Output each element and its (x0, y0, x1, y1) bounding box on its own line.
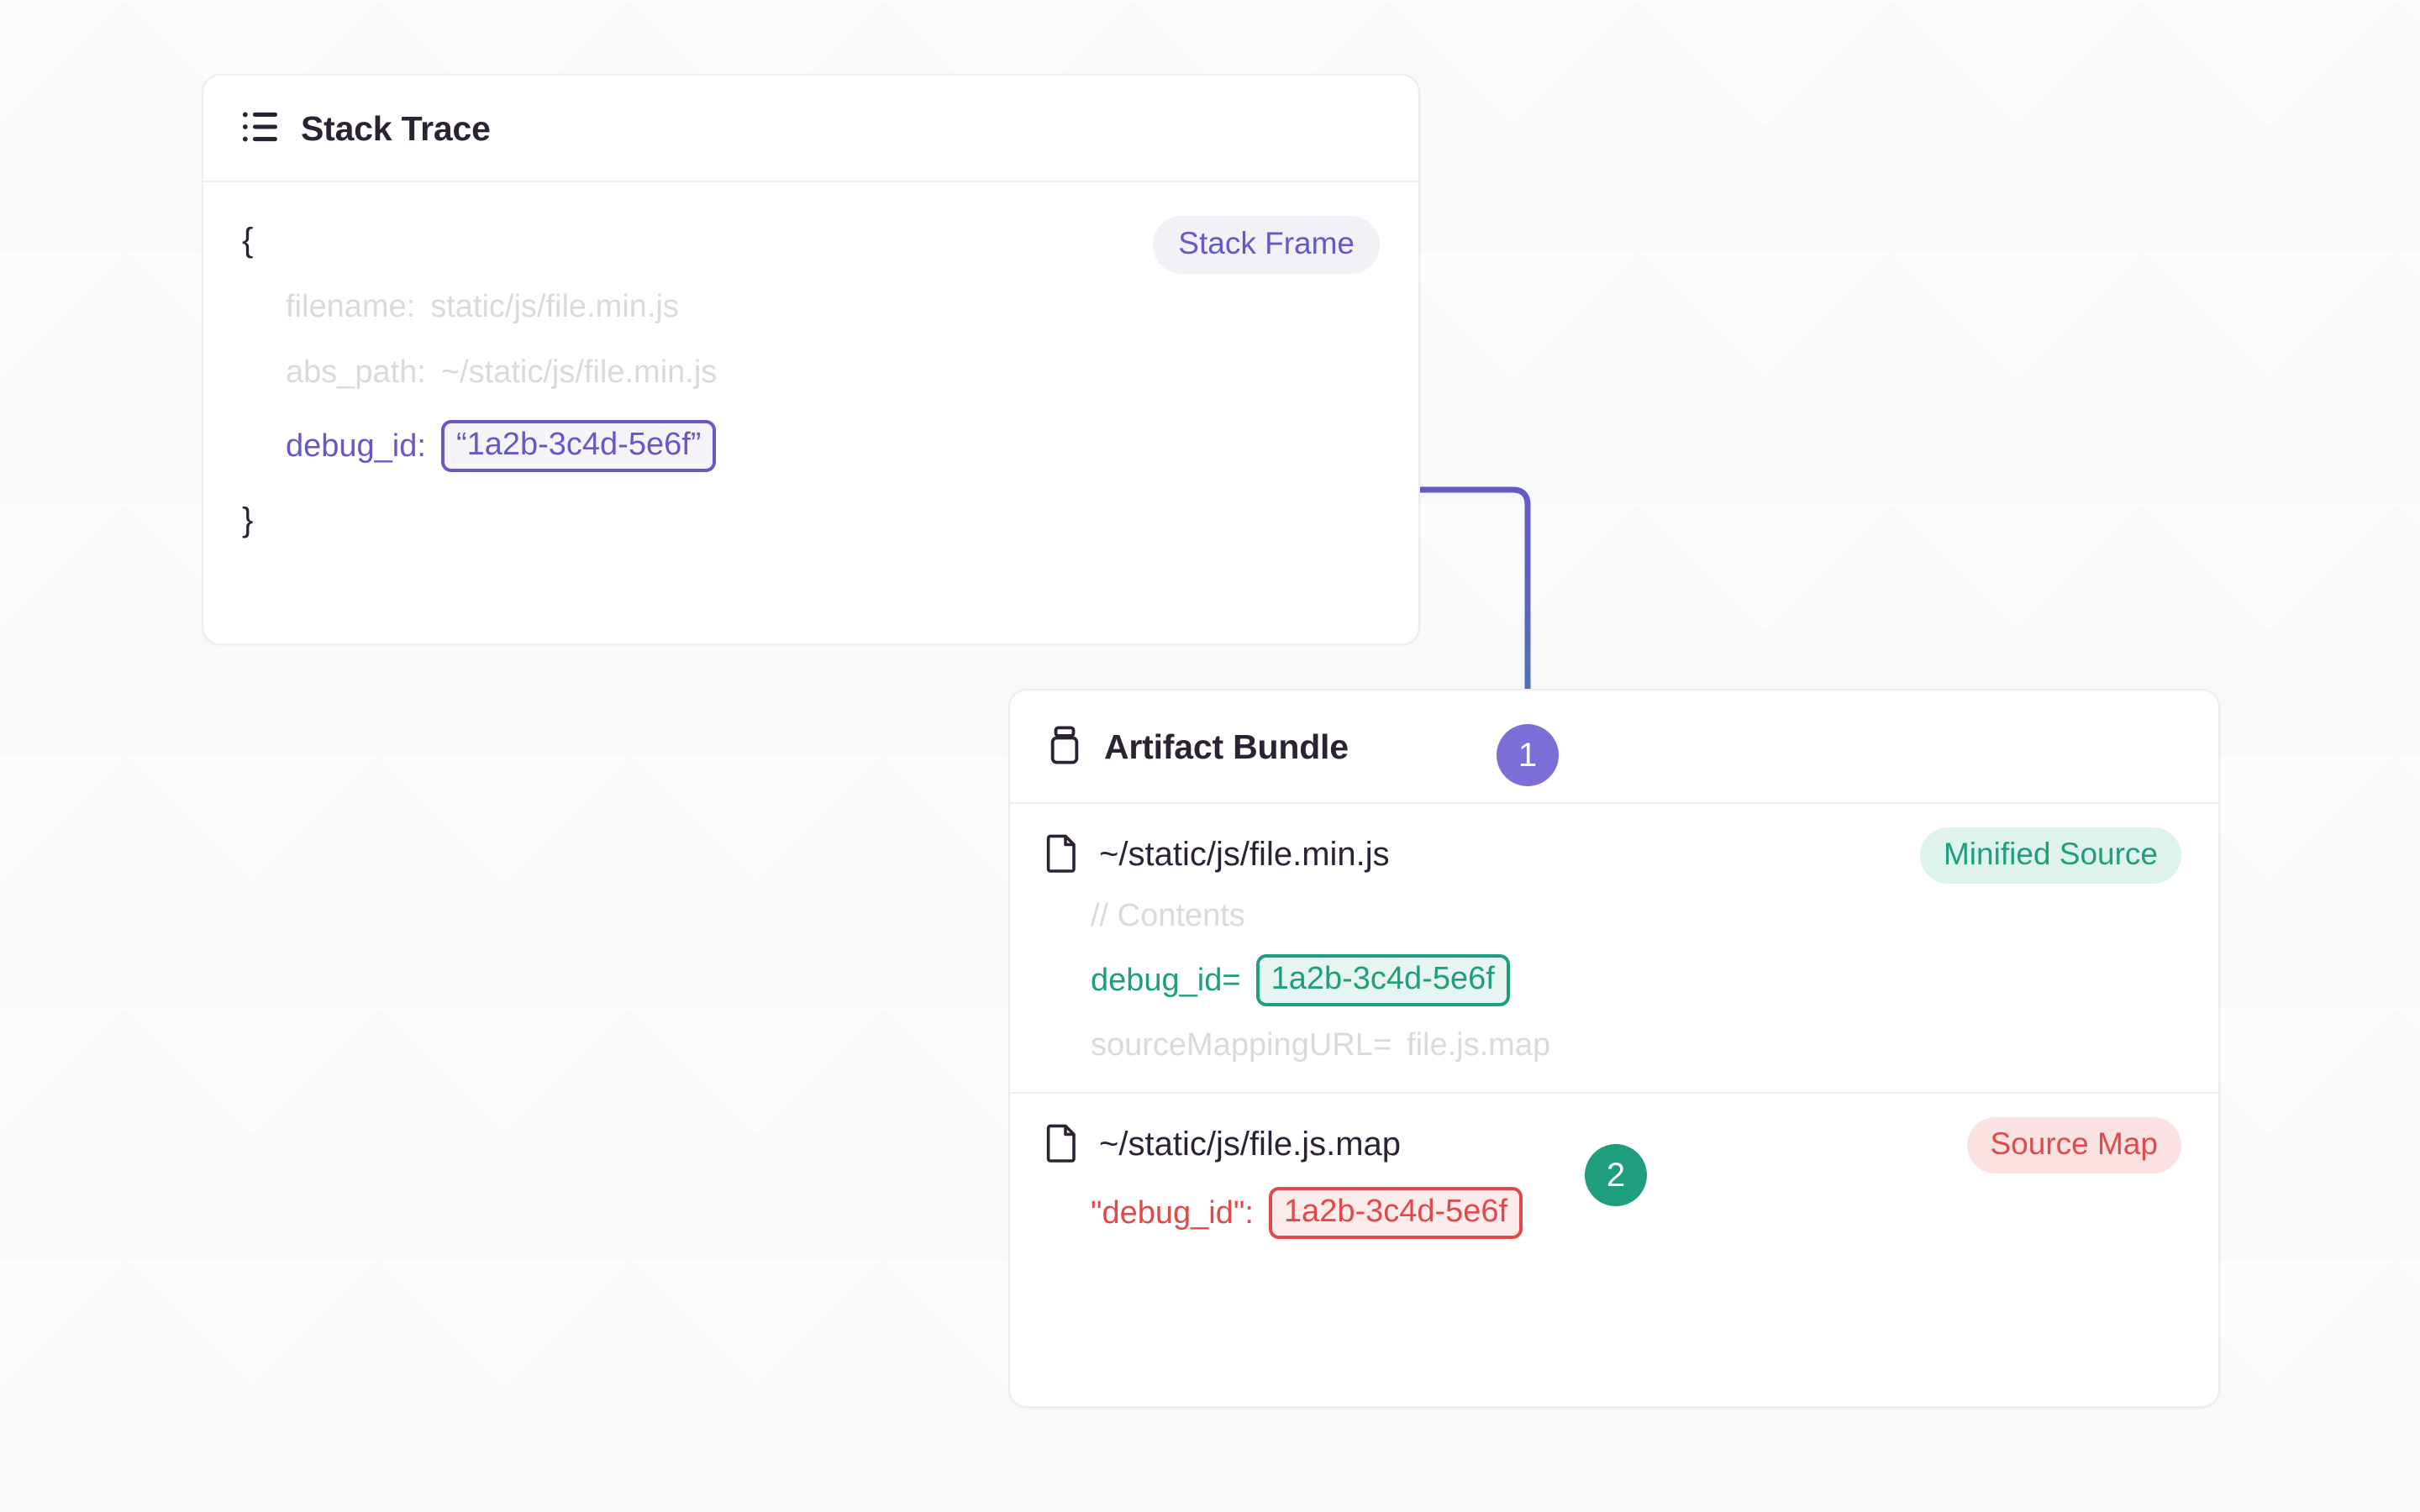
minified-debug-id-key: debug_id= (1091, 963, 1241, 999)
source-map-file-name: ~/static/js/file.js.map (1099, 1126, 1402, 1163)
stack-frame-badge: Stack Frame (1153, 216, 1380, 274)
minified-source-badge: Minified Source (1919, 827, 2181, 884)
filename-key: filename: (286, 289, 416, 325)
source-mapping-url-value: file.js.map (1407, 1027, 1551, 1063)
stack-trace-field-filename: filename: static/js/file.min.js (242, 288, 1380, 325)
minified-source-file-name: ~/static/js/file.min.js (1099, 836, 1390, 873)
step-marker-2: 2 (1585, 1144, 1647, 1206)
stack-trace-card: Stack Trace Stack Frame { filename: stat… (202, 74, 1420, 645)
stack-trace-title: Stack Trace (301, 109, 491, 148)
debug-id-key: debug_id: (286, 428, 426, 464)
stack-trace-header: Stack Trace (203, 76, 1418, 182)
minified-source-file-head: ~/static/js/file.min.js (1046, 834, 2181, 875)
file-icon (1046, 834, 1077, 875)
artifact-bundle-title: Artifact Bundle (1104, 727, 1349, 766)
source-map-badge: Source Map (1966, 1117, 2181, 1174)
minified-source-debug-id-line: debug_id= 1a2b-3c4d-5e6f (1091, 954, 2181, 1007)
stack-trace-field-debug-id: debug_id: “1a2b-3c4d-5e6f” (242, 419, 1380, 472)
abs-path-value: ~/static/js/file.min.js (440, 354, 718, 391)
artifact-file-row-source-map: Source Map ~/static/js/file.js.map "debu… (1010, 1092, 2218, 1268)
source-map-lines: "debug_id": 1a2b-3c4d-5e6f (1047, 1187, 2181, 1240)
abs-path-key: abs_path: (286, 354, 426, 391)
artifact-file-row-minified-source: Minified Source ~/static/js/file.min.js … (1010, 804, 2218, 1092)
file-icon (1046, 1124, 1077, 1165)
stack-trace-close-brace: } (242, 501, 254, 538)
filename-value: static/js/file.min.js (430, 289, 679, 325)
bundle-icon (1047, 726, 1082, 769)
minified-source-sourcemappingurl-line: sourceMappingURL= file.js.map (1091, 1026, 2181, 1063)
stack-trace-open-brace: { (242, 222, 254, 259)
stack-trace-field-abs-path: abs_path: ~/static/js/file.min.js (242, 354, 1380, 391)
minified-source-lines: // Contents debug_id= 1a2b-3c4d-5e6f sou… (1047, 897, 2181, 1063)
artifact-bundle-header: Artifact Bundle (1010, 690, 2218, 804)
source-map-debug-id-line: "debug_id": 1a2b-3c4d-5e6f (1091, 1187, 2181, 1240)
stack-trace-body: Stack Frame { filename: static/js/file.m… (203, 182, 1418, 539)
source-map-debug-id-value[interactable]: 1a2b-3c4d-5e6f (1268, 1187, 1523, 1240)
source-map-file-head: ~/static/js/file.js.map (1046, 1124, 2181, 1165)
minified-source-debug-id-value[interactable]: 1a2b-3c4d-5e6f (1255, 954, 1510, 1007)
minified-source-contents-comment: // Contents (1091, 898, 1245, 933)
step-marker-1: 1 (1497, 724, 1559, 786)
list-icon (242, 110, 279, 148)
source-mapping-url-key: sourceMappingURL= (1091, 1027, 1392, 1063)
stack-trace-debug-id-value[interactable]: “1a2b-3c4d-5e6f” (440, 419, 717, 472)
source-map-debug-id-key: "debug_id": (1091, 1195, 1254, 1231)
artifact-bundle-card: Artifact Bundle Minified Source ~/static… (1008, 689, 2220, 1408)
